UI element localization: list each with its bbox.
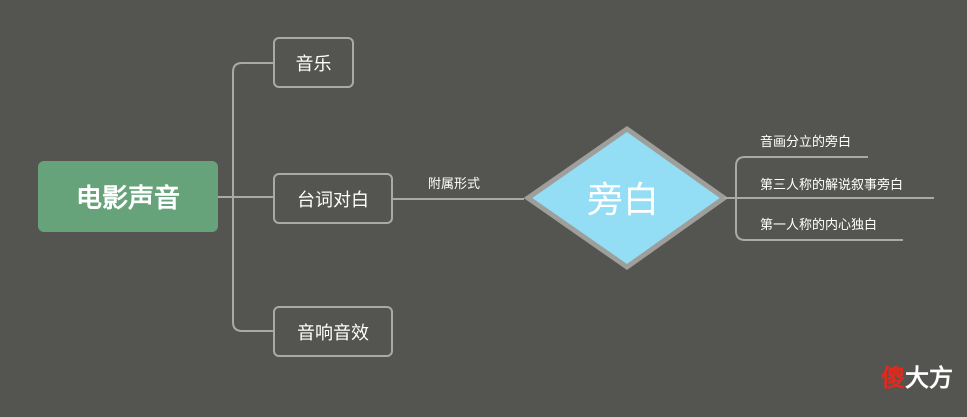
leaf-node-separated-narration[interactable]: 音画分立的旁白 (760, 135, 852, 150)
watermark-part-2: 大方 (905, 364, 953, 392)
leaf-node-third-person-narration[interactable]: 第三人称的解说叙事旁白 (760, 178, 904, 193)
root-node-film-sound[interactable]: 电影声音 (38, 161, 218, 232)
leaf-node-first-person-monologue[interactable]: 第一人称的内心独白 (760, 218, 878, 233)
branch-node-sound-effects[interactable]: 音响音效 (273, 306, 393, 357)
connector-to-leaf-1 (735, 156, 868, 198)
connector-to-leaf-3 (735, 198, 903, 241)
watermark-logo: 傻大方 (881, 358, 953, 393)
connector-to-music (232, 62, 273, 197)
watermark-part-1: 傻 (881, 364, 905, 392)
edge-label-subsidiary-form: 附属形式 (428, 177, 481, 192)
branch-node-dialogue[interactable]: 台词对白 (273, 173, 393, 224)
connector-to-sound (232, 197, 273, 332)
narration-node-label[interactable]: 旁白 (586, 180, 659, 221)
branch-node-music[interactable]: 音乐 (273, 37, 354, 88)
narration-diamond (523, 125, 729, 271)
